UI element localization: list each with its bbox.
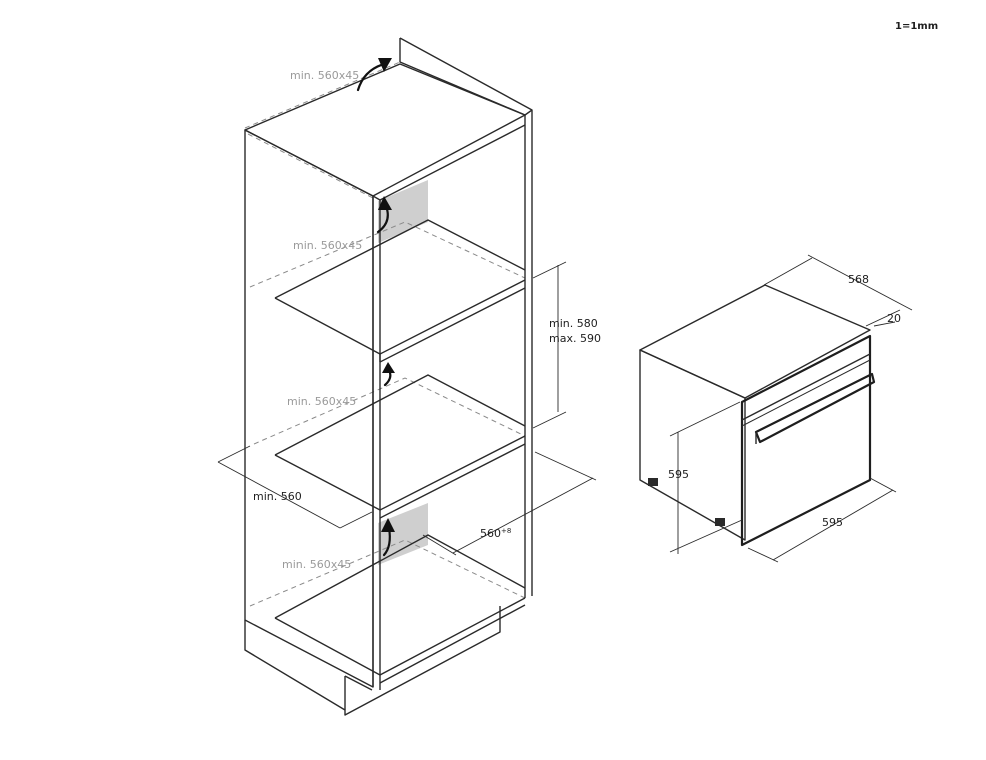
vent-label-upper: min. 560x45	[293, 239, 362, 252]
oven-front-offset-label: 20	[887, 312, 901, 325]
oven-top	[639, 284, 871, 399]
niche-width-dimension	[217, 445, 373, 529]
vent-label-top: min. 560x45	[290, 69, 359, 82]
oven	[639, 284, 876, 547]
oven-handle	[754, 372, 876, 444]
niche-height-dimension	[532, 261, 567, 429]
oven-front-offset-dimension	[865, 309, 901, 327]
oven-height-label: 595	[668, 468, 689, 481]
vent-label-middle: min. 560x45	[287, 395, 356, 408]
tall-cabinet	[244, 37, 533, 716]
oven-foot-right	[715, 518, 725, 526]
oven-height-dimension	[669, 401, 743, 554]
niche-height-max: max. 590	[549, 332, 601, 345]
niche-depth-label: 560+8	[480, 527, 511, 540]
oven-depth-label: 568	[848, 273, 869, 286]
vent-cutout-lower	[378, 503, 428, 565]
niche-width-label: min. 560	[253, 490, 302, 503]
shelf-1	[274, 219, 526, 363]
oven-width-dimension	[747, 477, 897, 563]
oven-width-label: 595	[822, 516, 843, 529]
shelf-2	[274, 374, 526, 519]
oven-front	[740, 334, 872, 547]
cabinet-left-panel	[244, 129, 374, 688]
airflow-arrows	[356, 58, 395, 557]
shelf-3	[274, 534, 526, 684]
vent-cutout-upper	[378, 180, 428, 243]
vent-dashed-outlines	[244, 61, 526, 607]
oven-depth-dimension	[763, 254, 913, 311]
niche-depth-dimension	[422, 451, 597, 556]
oven-side	[639, 349, 746, 541]
cabinet-top	[244, 63, 526, 197]
oven-foot-left	[648, 478, 658, 486]
niche-height-min: min. 580	[549, 317, 598, 330]
scale-note: 1=1mm	[895, 21, 938, 32]
vent-label-lower: min. 560x45	[282, 558, 351, 571]
